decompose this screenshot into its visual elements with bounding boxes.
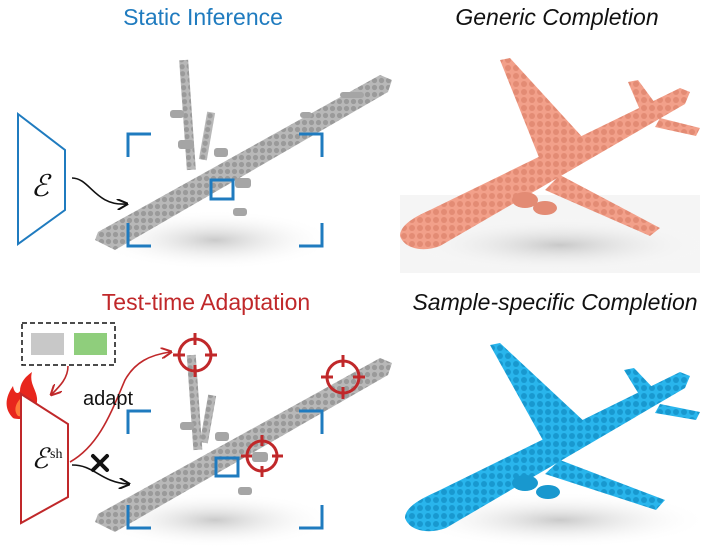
title-generic-completion: Generic Completion [455, 4, 659, 30]
view-bracket-frame-adapt [126, 409, 324, 530]
view-bracket-frame [126, 132, 324, 248]
cross-mark-icon [91, 454, 109, 472]
static-inference-panel: ℰ [17, 59, 392, 270]
test-time-adaptation-panel: ℰ sh adapt [6, 322, 392, 548]
title-test-time-adaptation: Test-time Adaptation [101, 289, 311, 315]
adapt-encoder-symbol: ℰ [32, 444, 52, 475]
title-sample-specific-completion: Sample-specific Completion [412, 289, 698, 315]
generic-completion-panel [400, 58, 710, 273]
specific-point-cloud [405, 343, 700, 532]
static-encoder-trapezoid [17, 111, 66, 246]
adapt-encoder-superscript: sh [50, 447, 62, 462]
crosshair-target-icon [173, 333, 217, 377]
partial-point-cloud-adapt [95, 354, 392, 532]
generic-point-cloud [400, 58, 700, 250]
adapt-label: adapt [83, 388, 133, 410]
title-static-inference: Static Inference [123, 4, 283, 30]
static-encoder-arrow [71, 177, 126, 204]
crosshair-target-icon [321, 355, 365, 399]
memory-to-encoder-arrow [52, 365, 69, 394]
crosshair-target-icon [241, 435, 283, 477]
static-encoder-symbol: ℰ [31, 170, 52, 203]
sample-specific-completion-panel [405, 343, 710, 548]
adapt-arrow [69, 352, 170, 463]
adapt-encoder-output-arrow [71, 464, 128, 484]
partial-point-cloud [95, 59, 392, 250]
memory-slot-green [74, 333, 107, 355]
memory-slot-gray [31, 333, 64, 355]
adapt-encoder-trapezoid [20, 392, 69, 525]
